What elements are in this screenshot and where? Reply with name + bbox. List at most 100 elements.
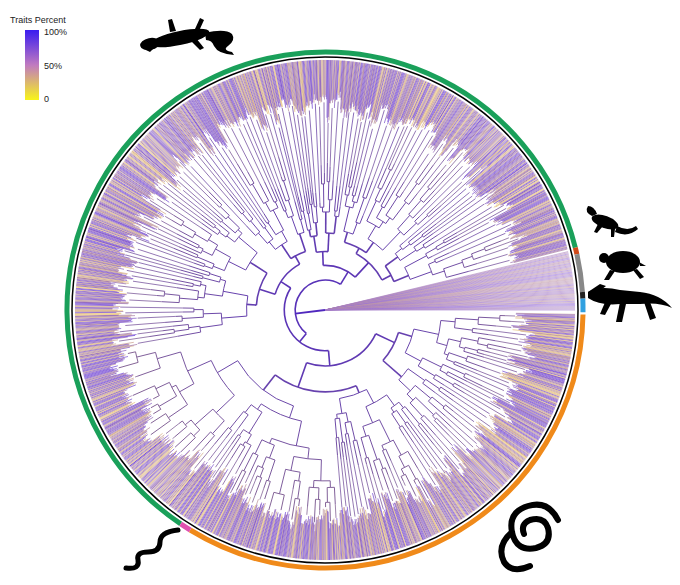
tree-branch (333, 60, 335, 103)
tree-branch (479, 317, 500, 318)
tree-branch (478, 317, 480, 324)
tree-branch (75, 304, 116, 305)
tree-branch (319, 520, 321, 560)
tree-branch (325, 287, 574, 310)
tree-branch (325, 293, 574, 310)
tree-branch (340, 513, 343, 559)
tree-branch (449, 339, 461, 342)
tree-branch (506, 348, 521, 351)
tree-branch (325, 290, 574, 310)
tree-branch (472, 328, 474, 332)
tree-branch (446, 372, 448, 375)
tree-branch (477, 352, 484, 354)
tree-branch (333, 520, 334, 560)
tree-branch (454, 364, 465, 369)
tree-branch (437, 343, 447, 346)
tree-branch (418, 366, 435, 376)
tree-branch (341, 272, 349, 285)
tree-branch (319, 60, 321, 101)
tree-branch (324, 60, 325, 100)
tree-branch (326, 510, 327, 560)
tree-branch (383, 361, 402, 377)
tree-branch (75, 318, 137, 321)
tree-branch (75, 313, 121, 315)
tree-branch (478, 324, 496, 326)
tree-branch (340, 510, 344, 559)
tree-branch (307, 334, 376, 366)
tree-branch (423, 383, 435, 392)
tree-branch (440, 364, 443, 370)
tree-branch (154, 128, 189, 165)
tree-branch (319, 519, 320, 560)
tree-branch (317, 60, 318, 105)
tree-branch (325, 513, 326, 560)
tree-branch (468, 356, 476, 359)
tree-branch (75, 320, 132, 323)
tree-branch (516, 314, 575, 315)
tree-branch (314, 60, 316, 100)
tree-branch (321, 60, 323, 97)
tree-branch (330, 60, 331, 103)
tree-branch (465, 347, 478, 350)
tree-branch (350, 516, 355, 558)
tree-branch (486, 368, 501, 373)
tree-branch (325, 305, 575, 311)
tree-branch (491, 349, 528, 358)
tree-branch (325, 301, 575, 310)
tree-branch (330, 523, 332, 560)
tree-branch (316, 517, 318, 560)
tree-branch (329, 351, 330, 366)
tree-branch (325, 300, 575, 310)
tree-branch (472, 332, 489, 334)
tree-branch (319, 60, 321, 102)
tree-branch (298, 363, 307, 388)
tree-branch (325, 296, 575, 310)
tree-branch (311, 517, 313, 560)
tree-branch (433, 378, 444, 385)
tree-branch (329, 60, 330, 120)
tree-branch (444, 354, 448, 355)
tree-branch (284, 288, 328, 351)
tree-branch (399, 369, 408, 380)
tree-branch (325, 289, 574, 310)
tree-branch (516, 313, 575, 314)
tree-branch (75, 309, 112, 310)
tree-branch (418, 358, 422, 366)
tree-branch (325, 306, 575, 310)
tree-branch (327, 60, 329, 123)
tree-branch (315, 517, 317, 560)
tree-branch (464, 347, 465, 351)
tree-branch (325, 307, 575, 310)
tree-branch (436, 375, 454, 385)
tree-branch (476, 359, 517, 372)
tree-branch (331, 60, 332, 101)
tree-branch (488, 344, 507, 348)
tree-branch (325, 304, 575, 311)
tree-branch (295, 280, 340, 333)
tree-branch (334, 60, 336, 108)
tree-branch (478, 349, 490, 352)
tree-branch (325, 295, 575, 310)
tree-branch (455, 318, 478, 320)
tree-branch (465, 373, 469, 375)
tree-branch (310, 517, 313, 560)
tree-branch (455, 328, 473, 330)
tree-branch (437, 321, 441, 343)
tree-branch (487, 347, 491, 349)
tree-branch (360, 64, 371, 121)
tree-branch (441, 387, 455, 396)
tree-branch (467, 381, 510, 403)
tree-branch (465, 369, 510, 388)
tree-branch (464, 373, 466, 377)
tree-branch (324, 510, 325, 560)
tree-branch (75, 316, 135, 318)
tree-branch (506, 315, 515, 316)
tree-branch (499, 316, 500, 321)
tree-branch (75, 310, 117, 311)
tree-branch (496, 326, 511, 327)
tree-branch (423, 358, 442, 367)
tree-branch (433, 375, 435, 379)
tree-branch (478, 344, 488, 346)
tree-branch (325, 60, 326, 95)
